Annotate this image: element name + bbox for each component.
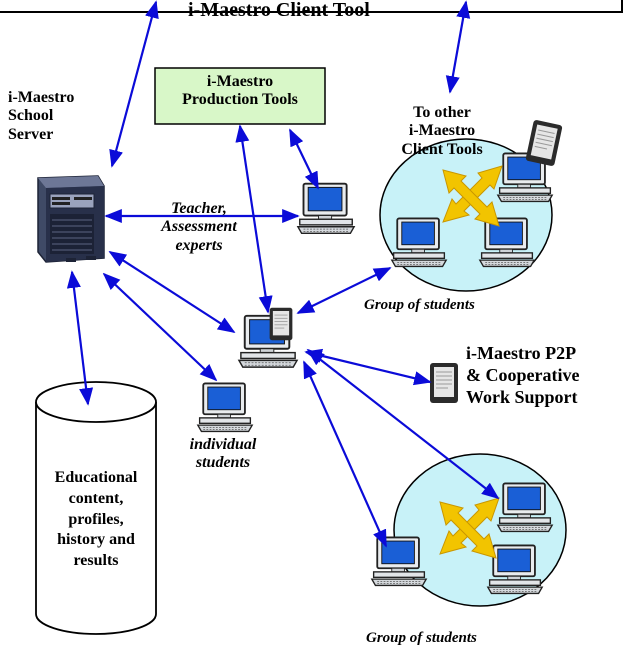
individual-student-computer-icon (196, 382, 254, 433)
production-tools-line-2: Production Tools (182, 91, 298, 109)
production-tools-label: i-Maestro Production Tools (155, 73, 325, 110)
school-server-line-2: School (8, 107, 54, 125)
arrow-server-individual (102, 272, 218, 382)
other-clients-label: To other i-Maestro Client Tools (382, 104, 502, 159)
arrow-server-central (108, 251, 236, 333)
database-line-2: content, (68, 489, 124, 507)
arrow-central-tablet (304, 348, 432, 386)
school-server-line-3: Server (8, 125, 54, 143)
teacher-line-2: Assessment (161, 218, 237, 236)
individual-line-2: students (195, 454, 251, 472)
teacher-line-1: Teacher, (171, 200, 227, 217)
teacher-label: Teacher, Assessment experts (134, 200, 264, 255)
teacher-computer-icon (296, 182, 356, 235)
arrow-server-database (66, 270, 94, 406)
other-clients-line-1: To other (413, 104, 471, 121)
p2p-label: i-Maestro P2P & Cooperative Work Support (466, 343, 579, 409)
database-line-5: results (73, 552, 119, 570)
database-line-3: profiles, (68, 510, 124, 528)
arrow-production-teacher (289, 128, 319, 190)
arrow-client-server (109, 0, 159, 168)
production-tools-box (154, 67, 326, 125)
group-lower-label: Group of students (366, 630, 477, 646)
arrow-central-group-lower-right (306, 348, 500, 500)
other-clients-line-2: i-Maestro (408, 122, 476, 140)
cooperation-arrows-lower-icon (439, 497, 500, 559)
school-server-line-1: i-Maestro (8, 89, 75, 106)
tablet-icon-upper (524, 118, 564, 168)
database-line-4: history and (57, 531, 135, 549)
database-label: Educational content, profiles, history a… (36, 468, 156, 572)
individual-students-label: individual students (168, 436, 278, 473)
production-tools-line-1: i-Maestro (206, 73, 274, 90)
arrow-client-others (445, 0, 471, 94)
tablet-icon-central (269, 307, 293, 341)
other-clients-line-3: Client Tools (401, 140, 483, 158)
server-icon (37, 175, 105, 263)
p2p-line-1: i-Maestro P2P (466, 343, 577, 363)
tablet-icon-right (429, 362, 459, 404)
individual-line-1: individual (189, 436, 257, 453)
school-server-label: i-Maestro School Server (8, 89, 74, 144)
p2p-line-2: & Cooperative (466, 364, 580, 385)
p2p-line-3: Work Support (466, 386, 578, 407)
database-line-1: Educational (54, 469, 138, 486)
database-cylinder (35, 381, 157, 635)
teacher-line-3: experts (175, 236, 223, 254)
arrow-central-group-lower (302, 360, 388, 548)
arrow-central-group-upper (296, 267, 392, 314)
cooperation-arrows-upper-icon (442, 165, 503, 227)
arrow-production-central (235, 124, 273, 314)
group-upper-label: Group of students (364, 297, 475, 313)
client-tool-title: i-Maestro Client Tool (188, 0, 370, 21)
